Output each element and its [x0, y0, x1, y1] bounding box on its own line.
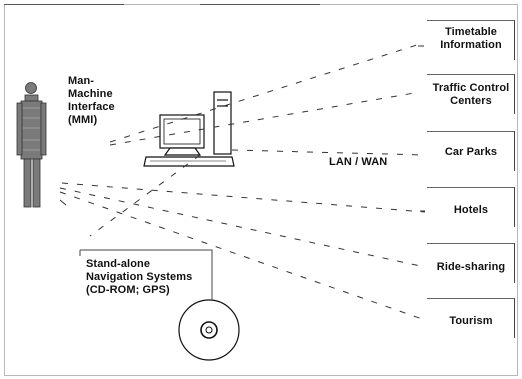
destination-label: Traffic Control Centers [427, 82, 515, 108]
destination-hotels: Hotels [427, 187, 515, 227]
destination-label: Timetable Information [427, 26, 515, 52]
person-icon [17, 83, 46, 208]
standalone-label: Stand-alone Navigation Systems (CD-ROM; … [86, 258, 192, 297]
destination-timetable: Timetable Information [427, 20, 515, 60]
destination-car-parks: Car Parks [427, 131, 515, 171]
destination-tourism: Tourism [427, 298, 515, 338]
network-label: LAN / WAN [329, 156, 387, 169]
mmi-label: Man- Machine Interface (MMI) [68, 75, 115, 127]
destination-label: Car Parks [427, 146, 515, 159]
destination-label: Hotels [427, 204, 515, 217]
destination-traffic-control: Traffic Control Centers [427, 74, 515, 114]
computer-icon [144, 92, 234, 166]
destination-ride-sharing: Ride-sharing [427, 243, 515, 283]
line-tick-marks [60, 46, 425, 211]
destination-label: Ride-sharing [427, 261, 515, 274]
destination-label: Tourism [427, 315, 515, 328]
cd-disc-icon [179, 300, 239, 360]
